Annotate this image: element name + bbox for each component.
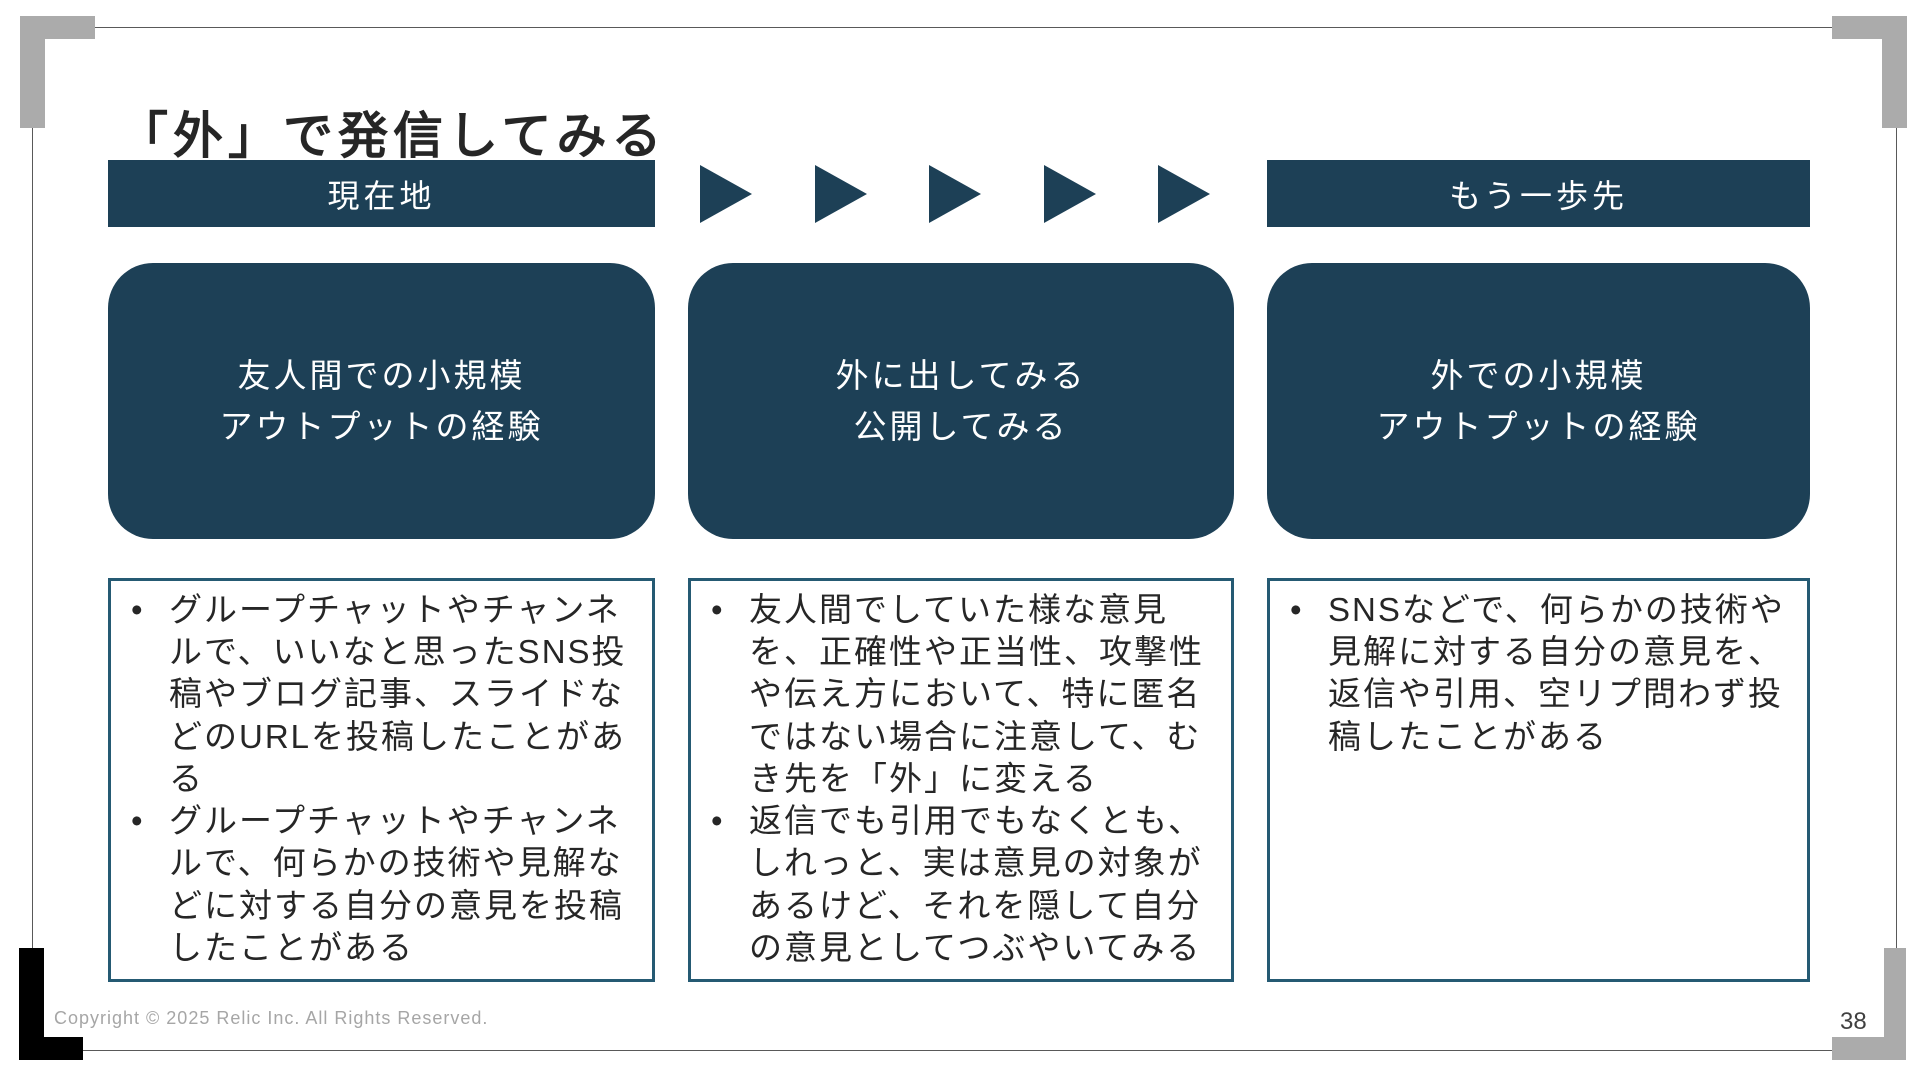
bullet-item: SNSなどで、何らかの技術や見解に対する自分の意見を、返信や引用、空リプ問わず投… [1270, 589, 1801, 758]
detail-box-transition: 友人間でしていた様な意見を、正確性や正当性、攻撃性や伝え方において、特に匿名では… [688, 578, 1234, 982]
arrow-right-icon [814, 164, 867, 223]
bullet-item: 返信でも引用でもなくとも、しれっと、実は意見の対象があるけど、それを隠して自分の… [691, 800, 1225, 969]
corner-bracket-top-right-icon [1832, 16, 1907, 128]
page-title: 「外」で発信してみる [118, 107, 667, 164]
bullet-list: 友人間でしていた様な意見を、正確性や正当性、攻撃性や伝え方において、特に匿名では… [691, 581, 1231, 969]
stage-box-outside-output: 外での小規模 アウトプットの経験 [1267, 263, 1810, 539]
arrow-right-icon [1043, 164, 1096, 223]
bullet-list: グループチャットやチャンネルで、いいなと思ったSNS投稿やブログ記事、スライドな… [111, 581, 652, 969]
corner-bracket-top-left-icon [20, 16, 95, 128]
current-position-label: 現在地 [327, 177, 436, 214]
slide-frame [32, 27, 1897, 1051]
stage-label-line: 外に出してみる [835, 356, 1087, 394]
arrow-right-icon [929, 164, 981, 223]
current-position-header: 現在地 [108, 160, 655, 227]
next-step-header: もう一歩先 [1267, 160, 1810, 227]
corner-bracket-bottom-right-icon [1832, 948, 1906, 1060]
bullet-item: グループチャットやチャンネルで、いいなと思ったSNS投稿やブログ記事、スライドな… [111, 589, 646, 800]
stage-label-line: 公開してみる [853, 408, 1069, 445]
detail-box-current: グループチャットやチャンネルで、いいなと思ったSNS投稿やブログ記事、スライドな… [108, 578, 655, 982]
stage-label-line: 友人間での小規模 [237, 356, 526, 394]
arrow-right-icon [1158, 164, 1210, 223]
detail-box-next-step: SNSなどで、何らかの技術や見解に対する自分の意見を、返信や引用、空リプ問わず投… [1267, 578, 1810, 982]
stage-label-line: アウトプットの経験 [219, 408, 544, 445]
arrow-right-icon [700, 164, 752, 223]
progress-arrows [700, 160, 1210, 227]
stage-label-line: アウトプットの経験 [1376, 408, 1701, 445]
corner-bracket-bottom-left-icon [19, 948, 83, 1060]
bullet-item: 友人間でしていた様な意見を、正確性や正当性、攻撃性や伝え方において、特に匿名では… [691, 589, 1225, 800]
copyright-text: Copyright © 2025 Relic Inc. All Rights R… [54, 1008, 489, 1028]
stage-label-line: 外での小規模 [1430, 356, 1647, 394]
bullet-list: SNSなどで、何らかの技術や見解に対する自分の意見を、返信や引用、空リプ問わず投… [1270, 581, 1807, 758]
next-step-label: もう一歩先 [1448, 177, 1629, 214]
bullet-item: グループチャットやチャンネルで、何らかの技術や見解などに対する自分の意見を投稿し… [111, 800, 646, 969]
stage-box-friends-output: 友人間での小規模 アウトプットの経験 [108, 263, 655, 539]
stage-box-publish-outside: 外に出してみる 公開してみる [688, 263, 1234, 539]
page-number: 38 [1840, 1008, 1867, 1035]
